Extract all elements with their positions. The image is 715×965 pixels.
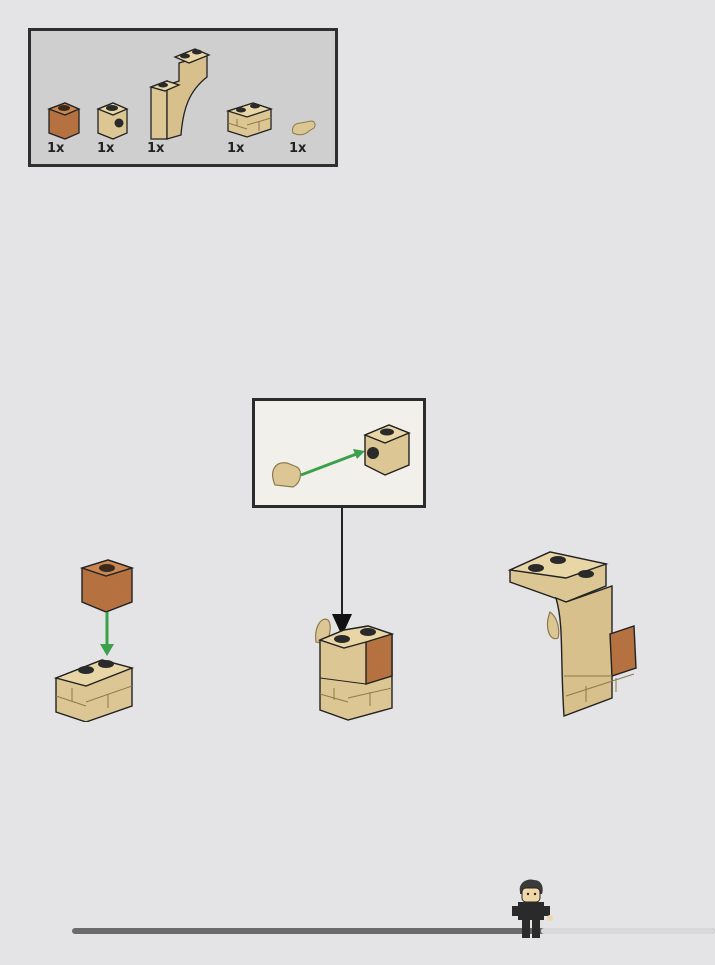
- assembly-step-left: [50, 556, 142, 722]
- minifig-hand-icon: [287, 117, 319, 139]
- qty-label: 1x: [147, 141, 164, 156]
- parts-list-panel: 1x 1x 1x 1x 1x: [28, 28, 338, 167]
- qty-label: 1x: [47, 141, 64, 156]
- sub-step-callout: [252, 398, 426, 508]
- arrow-icon: [301, 453, 359, 475]
- arch-tan-icon: [145, 39, 215, 141]
- sub-step-diagram: [255, 401, 423, 505]
- qty-label: 1x: [289, 141, 306, 156]
- brick-nougat-1x1-icon: [45, 99, 83, 141]
- brick-tan-side-stud-icon: [95, 99, 131, 141]
- minifig-hand-icon: [273, 463, 301, 487]
- qty-label: 1x: [227, 141, 244, 156]
- brick-nougat-1x1-icon: [610, 626, 636, 676]
- assembly-step-middle: [308, 612, 400, 722]
- assembly-step-right: [506, 546, 646, 722]
- brick-tan-masonry-icon: [225, 95, 275, 141]
- progress-bar-remaining: [541, 928, 715, 934]
- minifig-hand-icon: [548, 612, 559, 639]
- minifig-progress-icon: [508, 878, 554, 942]
- qty-label: 1x: [97, 141, 114, 156]
